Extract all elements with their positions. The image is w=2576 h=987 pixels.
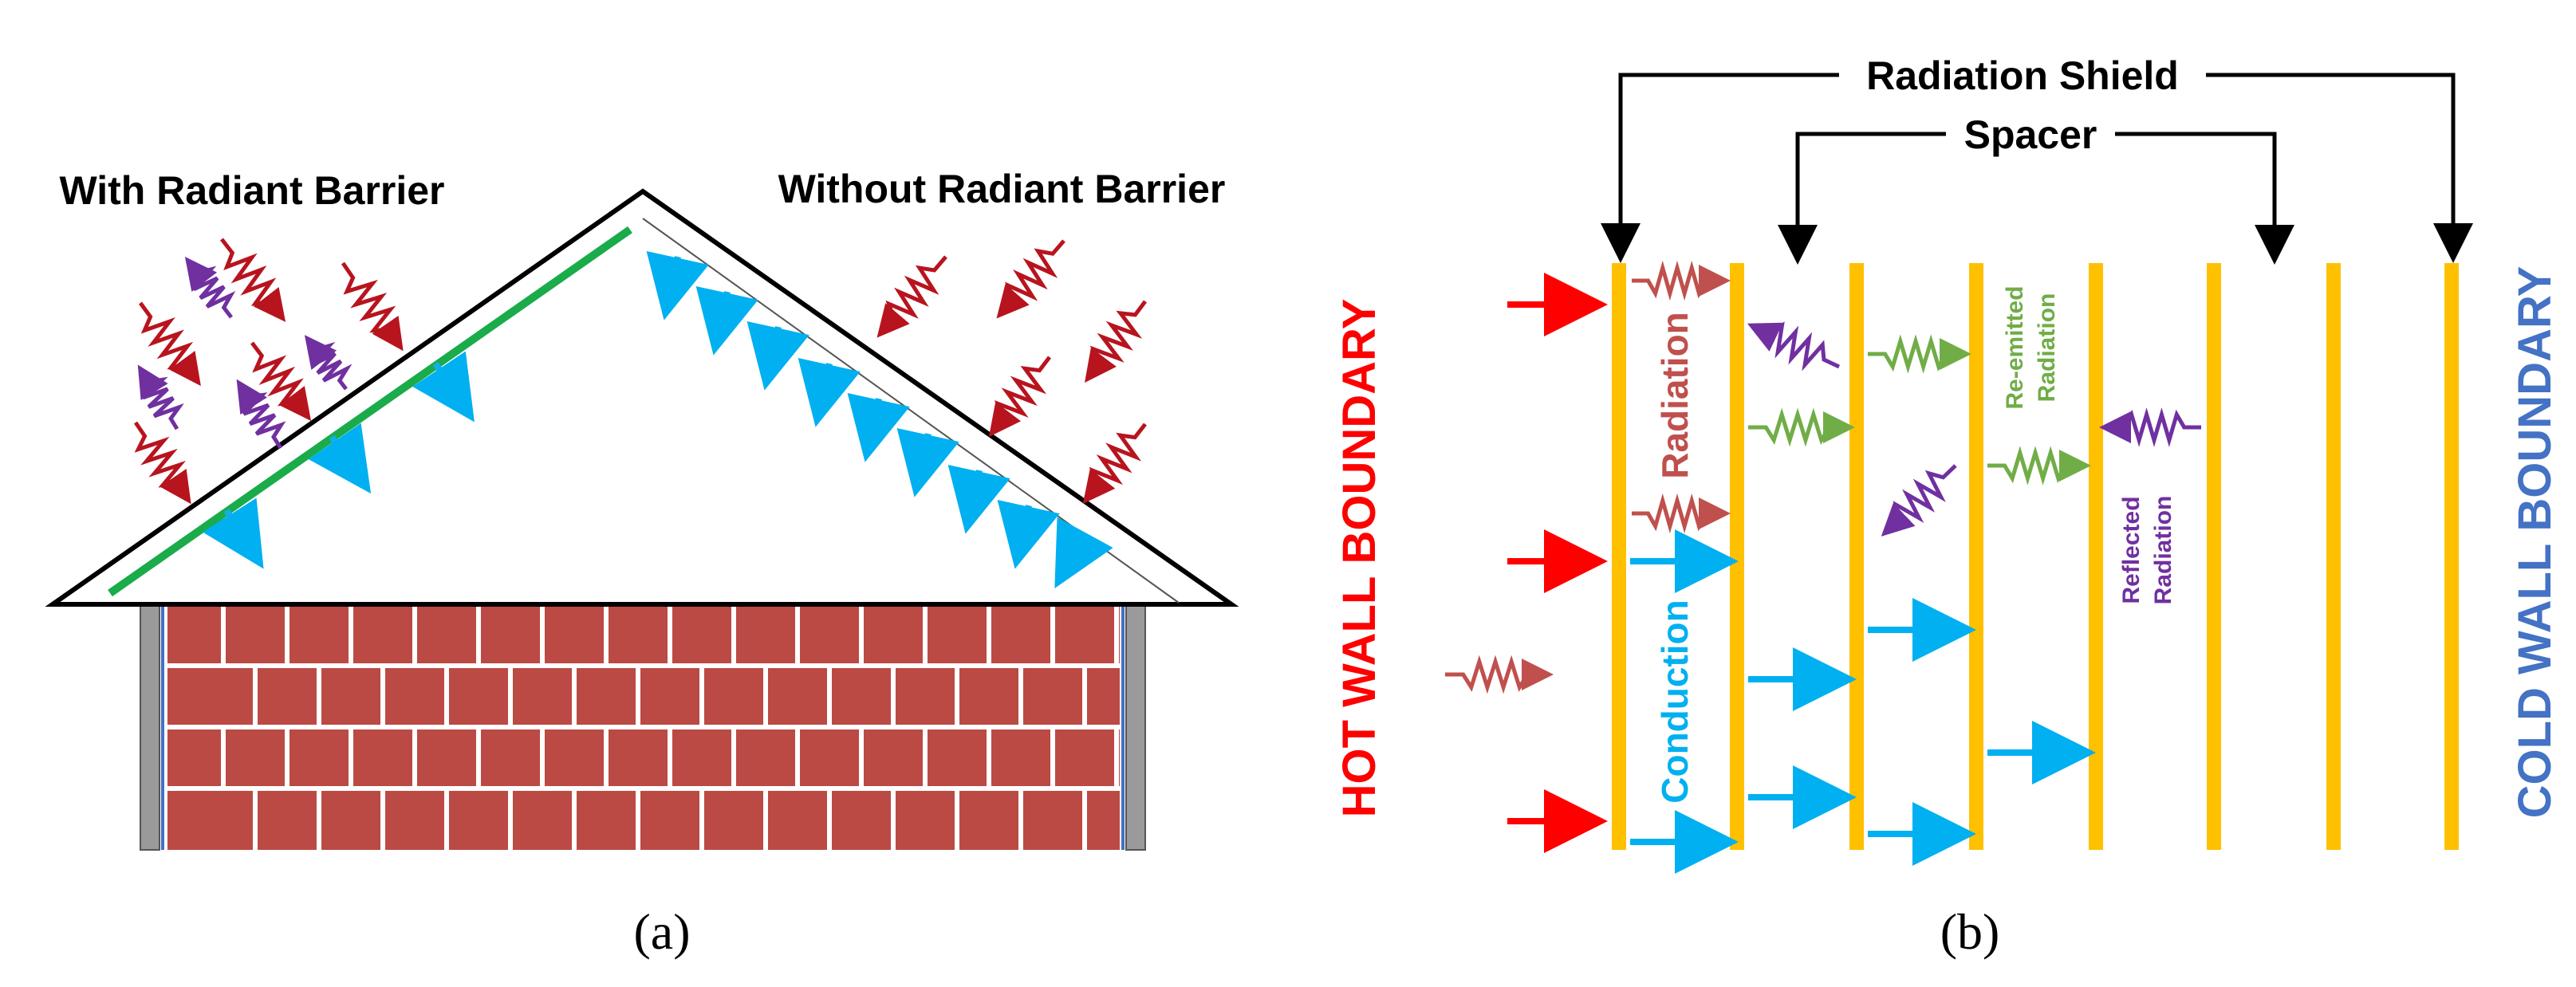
heat-flow-arrow: [1054, 517, 1113, 589]
heat-flow-arrow: [746, 320, 809, 391]
shield-plate: [1612, 263, 1626, 850]
label-reflected-line2: Radiation: [2150, 496, 2176, 605]
caption-a: (a): [633, 903, 690, 960]
incoming-radiation-wave: [133, 421, 191, 505]
spacer-bracket: [1778, 132, 2294, 265]
shield-plate: [1969, 263, 1983, 850]
shield-plate: [1849, 263, 1864, 850]
caption-b: (b): [1940, 903, 2000, 960]
incoming-radiation-wave: [220, 238, 286, 322]
heat-flow-arrow: [412, 351, 475, 423]
heat-flow-arrow: [947, 464, 1010, 534]
label-radiation-shield: Radiation Shield: [1866, 53, 2179, 98]
label-reflected-line1: Reflected: [2118, 496, 2145, 604]
reflected-radiation-wave: [1747, 321, 1841, 372]
incoming-radiation-wave: [1445, 655, 1554, 694]
reflected-radiation-wave: [236, 379, 286, 450]
incoming-radiation-wave: [250, 341, 312, 421]
incoming-radiation-wave: [341, 261, 404, 352]
cold-wall-boundary-label: COLD WALL BOUNDARY: [2509, 266, 2561, 819]
heat-flow-arrow: [308, 423, 372, 494]
reflected-radiation-wave: [1881, 464, 1957, 537]
radiation-wave: [1632, 260, 1731, 301]
heat-flow-arrow: [695, 285, 758, 356]
incoming-radiation-wave: [138, 301, 201, 387]
solar-radiation-waves: [133, 238, 1554, 694]
heat-flow-arrow: [896, 427, 959, 497]
hot-side-arrows: [1507, 273, 1608, 853]
attic-heat-arrows: [202, 250, 1113, 589]
shield-plate: [2326, 263, 2341, 850]
reflected-radiation-wave: [137, 364, 184, 431]
incoming-radiation-wave: [876, 255, 947, 338]
reflected-radiation-wave: [304, 335, 353, 391]
label-conduction: Conduction: [1654, 600, 1696, 804]
conduction-arrows: [1630, 529, 2096, 874]
left-wall-post: [140, 604, 160, 851]
heat-flow-arrow: [202, 497, 264, 569]
heat-flow-arrow: [798, 357, 861, 427]
shield-plate: [1730, 263, 1744, 850]
heat-flow-arrow: [997, 499, 1060, 569]
panel-b-radiation-shield-diagram: Radiation Shield Spacer HOT WALL BOUNDAR…: [1333, 53, 2561, 960]
label-reemitted-line2: Radiation: [2034, 293, 2060, 403]
roof-outline: [45, 188, 1239, 607]
label-reemitted-line1: Re-emitted: [2002, 285, 2028, 409]
shield-plate: [2444, 263, 2459, 850]
reflected-radiation-wave: [184, 257, 236, 319]
shield-plates: [1612, 263, 2459, 850]
label-without-radiant-barrier: Without Radiant Barrier: [778, 167, 1226, 211]
heat-flow-arrow: [646, 250, 709, 320]
label-with-radiant-barrier: With Radiant Barrier: [60, 168, 445, 213]
reflected-radiation-wave: [2099, 407, 2201, 447]
brick-wall: [140, 604, 1146, 851]
incoming-radiation-wave: [1085, 300, 1148, 383]
reemitted-radiation-wave: [1748, 407, 1855, 447]
panel-a-attic-diagram: With Radiant Barrier Without Radiant Bar…: [45, 167, 1554, 960]
shield-plate: [2089, 263, 2103, 850]
roof: [45, 188, 1239, 607]
label-spacer: Spacer: [1964, 112, 2097, 157]
radiation-wave: [1632, 493, 1731, 534]
radiation-shield-bracket: [1601, 73, 2473, 263]
radiation-waves: [1632, 260, 2201, 537]
radiant-barrier: [108, 226, 632, 597]
right-wall-post: [1125, 604, 1146, 851]
incoming-radiation-wave: [996, 239, 1065, 319]
shield-plate: [2207, 263, 2221, 850]
hot-wall-boundary-label: HOT WALL BOUNDARY: [1333, 299, 1385, 818]
incoming-radiation-wave: [1082, 423, 1147, 504]
label-radiation: Radiation: [1654, 312, 1696, 479]
reemitted-radiation-wave: [1987, 446, 2091, 486]
incoming-radiation-wave: [988, 356, 1051, 437]
heat-flow-arrow: [847, 392, 910, 462]
reemitted-radiation-wave: [1868, 334, 1971, 374]
